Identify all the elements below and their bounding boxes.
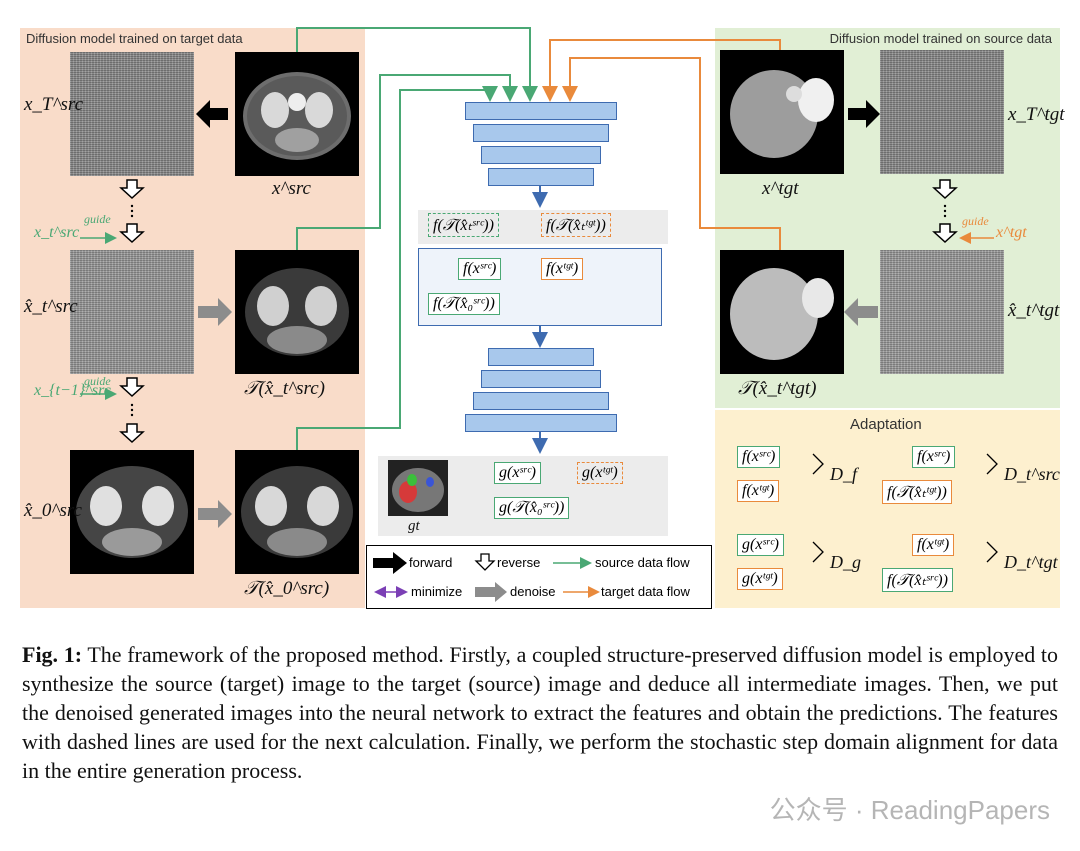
label-xT-tgt: x_T^tgt [1008,104,1065,125]
caption-text: The framework of the proposed method. Fi… [22,642,1058,783]
decoder-layer-4 [465,414,617,432]
transformed-image-xt-tgt [720,250,844,374]
legend-denoise: denoise [510,584,556,599]
left-panel-title: Diffusion model trained on target data [26,31,243,46]
encoder-layer-4 [488,168,594,186]
label-xt-hat-tgt: x̂_t^tgt [1008,300,1060,321]
guide-word-1: guide [84,212,111,226]
guide-label-xt-src: x_t^src [34,224,80,241]
forward-arrow-left [196,100,228,128]
label-T-xt-hat-tgt: 𝒯(x̂_t^tgt) [738,378,817,399]
ct-image-x-src [235,52,359,176]
guide-word-3: guide [962,214,989,228]
label-T-xt-hat-src: 𝒯(x̂_t^src) [244,378,325,399]
legend-target-flow: target data flow [601,584,690,599]
encoder-layer-1 [465,102,617,120]
feature-strip [418,210,668,244]
legend: forward reverse source data flow minimiz… [366,545,712,609]
noise-image-xT-tgt [880,50,1004,174]
adapt-Df-src: f(xˢʳᶜ) [737,446,781,468]
ct-image-x-tgt [720,50,844,174]
flow-arrows [80,27,994,528]
transformed-image-xt-src [235,250,359,374]
adapt-Dttgt-tgt: f(xᵗᵍᵗ) [912,534,955,556]
label-x0-hat-src: x̂_0^src [24,500,82,521]
adapt-Dtsrc-tgt: f(𝒯(x̂ₜᵗᵍᵗ)) [882,480,952,504]
adapt-Dg-tgt: g(xᵗᵍᵗ) [737,568,783,590]
label-xt-hat-src: x̂_t^src [24,296,78,317]
noise-image-xT-src [70,52,194,176]
decoder-layer-2 [481,370,601,388]
label-gt: gt [408,518,420,534]
label-x-tgt: x^tgt [762,178,799,199]
encoder-layer-3 [481,146,601,164]
adapt-Dtsrc-src: f(xˢʳᶜ) [912,446,956,468]
encoder-layer-2 [473,124,609,142]
watermark: 公众号 · ReadingPapers [769,795,1050,825]
prediction-g-x-src: g(xˢʳᶜ) [494,462,541,484]
prediction-g-x-tgt: g(xᵗᵍᵗ) [577,462,623,484]
denoised-image-x0-hat-src [70,450,194,574]
legend-reverse: reverse [497,555,541,570]
decoder-layer-3 [473,392,609,410]
forward-arrow-right [848,100,880,128]
label-Dt-src: D_t^src [1004,464,1060,484]
prediction-g-T-x0-src: g(𝒯(x̂₀ˢʳᶜ)) [494,497,570,519]
legend-minimize: minimize [411,584,463,599]
feature-f-T-xt-src: f(𝒯(x̂ₜˢʳᶜ)) [428,213,499,237]
guide-label-x-tgt: x^tgt [996,224,1027,241]
feature-f-T-xt-tgt: f(𝒯(x̂ₜᵗᵍᵗ)) [541,213,611,237]
feature-f-x-src: f(xˢʳᶜ) [458,258,502,280]
right-panel-title: Diffusion model trained on source data [829,31,1052,46]
adapt-Df-tgt: f(xᵗᵍᵗ) [737,480,780,502]
label-T-x0-hat-src: 𝒯(x̂_0^src) [244,578,330,599]
legend-forward: forward [409,555,453,570]
label-Dt-tgt: D_t^tgt [1004,552,1058,572]
noisy-image-xt-hat-src [70,250,194,374]
caption-prefix: Fig. 1: [22,642,83,667]
label-Dg: D_g [830,552,861,572]
adaptation-title: Adaptation [850,416,922,433]
figure-caption: Fig. 1: The framework of the proposed me… [22,640,1058,785]
label-Df: D_f [830,464,857,484]
adapt-Dg-src: g(xˢʳᶜ) [737,534,784,556]
feature-f-T-x0-src: f(𝒯(x̂₀ˢʳᶜ)) [428,293,500,315]
adapt-Dttgt-src: f(𝒯(x̂ₜˢʳᶜ)) [882,568,953,592]
feature-f-x-tgt: f(xᵗᵍᵗ) [541,258,584,280]
decoder-layer-1 [488,348,594,366]
guide-word-2: guide [84,374,111,388]
ct-scan-icon [243,72,351,160]
transformed-image-x0-src [235,450,359,574]
ground-truth-image [388,460,448,516]
noisy-image-xt-hat-tgt [880,250,1004,374]
adaptation-brackets [812,453,998,563]
label-xT-src: x_T^src [24,94,84,115]
label-x-src: x^src [272,178,311,199]
legend-source-flow: source data flow [595,555,690,570]
